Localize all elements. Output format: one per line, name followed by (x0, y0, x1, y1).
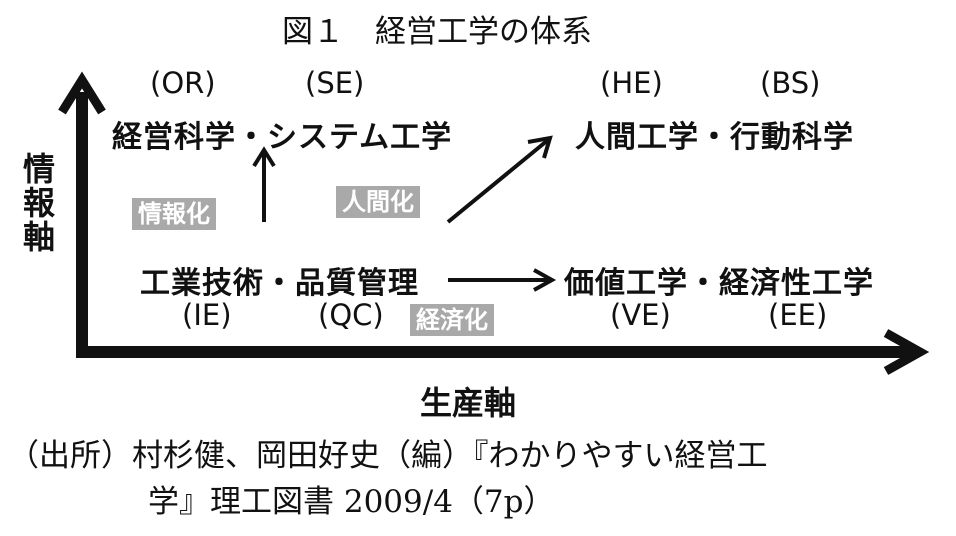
horizontal-axis-arrow (76, 329, 930, 375)
up-arrow (252, 146, 276, 222)
label-humanization: 人間化 (336, 186, 420, 218)
abbr-ve: (VE) (610, 298, 671, 332)
abbr-se: (SE) (305, 66, 365, 100)
diagonal-arrow (446, 135, 553, 224)
node-management-science: 経営科学・システム工学 (112, 120, 453, 155)
abbr-qc: (QC) (318, 298, 384, 332)
abbr-or: (OR) (150, 66, 216, 100)
horizontal-axis-label: 生産軸 (420, 384, 517, 422)
abbr-ee: (EE) (768, 298, 828, 332)
abbr-he: (HE) (600, 66, 663, 100)
right-arrow (448, 268, 557, 292)
node-human-engineering: 人間工学・行動科学 (575, 120, 854, 155)
node-value-engineering: 価値工学・経済性工学 (564, 266, 874, 301)
source-line-2: 学』理工図書 2009/4（7p） (148, 484, 555, 520)
abbr-ie: (IE) (182, 298, 232, 332)
abbr-bs: (BS) (760, 66, 821, 100)
vertical-axis-arrow (58, 71, 106, 356)
source-line-1: （出所）村杉健、岡田好史（編）『わかりやすい経営工 (8, 438, 768, 474)
vertical-axis-label: 情報軸 (18, 152, 56, 254)
figure-title: 図１ 経営工学の体系 (282, 14, 592, 50)
node-industrial-engineering: 工業技術・品質管理 (140, 266, 419, 301)
label-economization: 経済化 (410, 304, 494, 336)
label-informatization: 情報化 (132, 198, 216, 230)
